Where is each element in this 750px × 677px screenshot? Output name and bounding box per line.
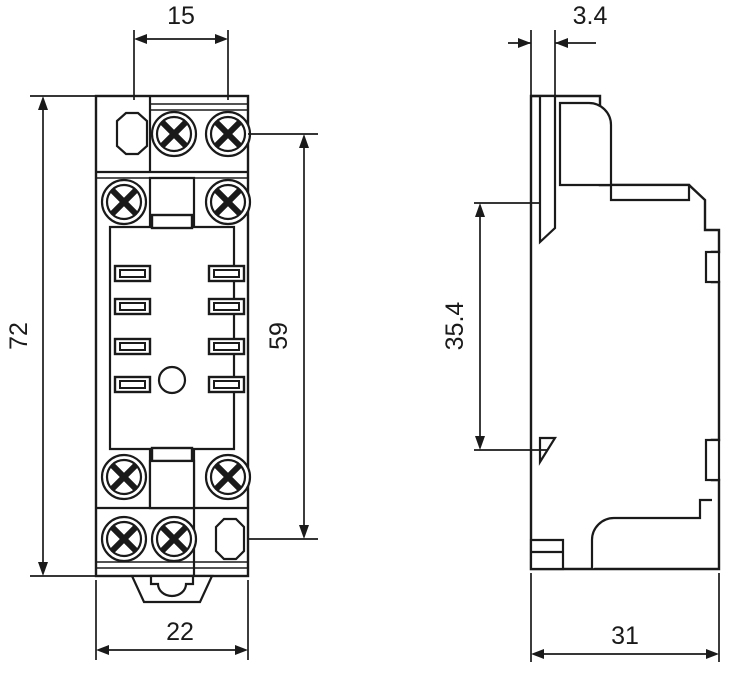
screw-terminal-bottom-right xyxy=(150,515,198,563)
front-pin-slots-left xyxy=(113,264,152,394)
screw-terminal-lower-left xyxy=(100,453,148,501)
dim-15-arrow-right xyxy=(215,34,228,44)
screw-terminal-top-right xyxy=(204,110,252,158)
pin-slot-right-1 xyxy=(207,264,246,283)
screw-terminal-top-left xyxy=(150,110,198,158)
dim-31-label: 31 xyxy=(611,622,639,650)
front-view-group xyxy=(94,94,252,604)
dim-59-label: 59 xyxy=(265,322,293,350)
dimension-3-4: 3.4 xyxy=(508,2,607,105)
front-center-locator-hole xyxy=(157,365,187,395)
front-center-hub xyxy=(148,459,196,510)
dim-22-arrow-right xyxy=(235,645,248,655)
front-bottom-right-hex-boss xyxy=(214,517,246,561)
dim-354-label: 35.4 xyxy=(441,302,469,351)
dim-354-arrow-bottom xyxy=(475,436,485,450)
pin-slot-right-2 xyxy=(207,297,246,316)
screw-terminal-bottom-left xyxy=(100,515,148,563)
dim-15-arrow-left xyxy=(134,34,147,44)
dim-22-label: 22 xyxy=(166,618,194,646)
pin-slot-left-3 xyxy=(113,337,152,356)
front-pin-slots-right xyxy=(207,264,246,394)
side-top-rounded-cap xyxy=(558,101,613,187)
dim-34-arrow-right xyxy=(555,38,568,48)
dimension-15: 15 xyxy=(133,2,229,100)
dim-59-arrow-bottom xyxy=(299,525,309,539)
dimension-annotations: 15 72 59 22 xyxy=(5,2,720,662)
pin-slot-left-1 xyxy=(113,264,152,283)
dimension-35-4: 35.4 xyxy=(441,202,548,451)
dim-15-label: 15 xyxy=(167,2,195,30)
side-top-flange xyxy=(531,94,557,245)
dim-72-arrow-top xyxy=(38,96,48,110)
side-right-lower-tab xyxy=(704,438,721,482)
dim-72-arrow-bottom xyxy=(38,562,48,576)
side-bottom-left-tab xyxy=(529,538,565,571)
side-right-upper-tab xyxy=(704,250,721,284)
side-lower-shoulder xyxy=(590,498,712,569)
front-upper-notch xyxy=(150,213,194,230)
front-lower-notch xyxy=(150,446,194,463)
pin-slot-left-2 xyxy=(113,297,152,316)
screw-terminal-mid-left xyxy=(100,178,148,226)
dim-31-arrow-right xyxy=(706,649,719,659)
screw-terminal-lower-right xyxy=(204,453,252,501)
side-upper-ledge xyxy=(609,183,691,202)
screw-terminal-mid-right xyxy=(204,178,252,226)
dimension-59: 59 xyxy=(248,133,318,540)
dim-34-arrow-left xyxy=(518,38,531,48)
dim-34-label: 3.4 xyxy=(573,2,608,30)
dim-354-arrow-top xyxy=(475,203,485,217)
dimension-31: 31 xyxy=(530,573,720,662)
dim-31-arrow-left xyxy=(531,649,544,659)
pin-slot-left-4 xyxy=(113,375,152,394)
front-top-left-hex-boss xyxy=(115,111,149,156)
front-screw-terminals xyxy=(100,110,252,563)
dimension-72: 72 xyxy=(5,95,96,577)
dim-59-arrow-top xyxy=(299,134,309,148)
pin-slot-right-3 xyxy=(207,337,246,356)
side-view-group xyxy=(529,94,721,571)
dim-72-label: 72 xyxy=(5,322,33,350)
pin-slot-right-4 xyxy=(207,375,246,394)
dimension-22: 22 xyxy=(95,580,249,660)
dim-22-arrow-left xyxy=(96,645,109,655)
front-din-clip-inner xyxy=(149,574,195,598)
